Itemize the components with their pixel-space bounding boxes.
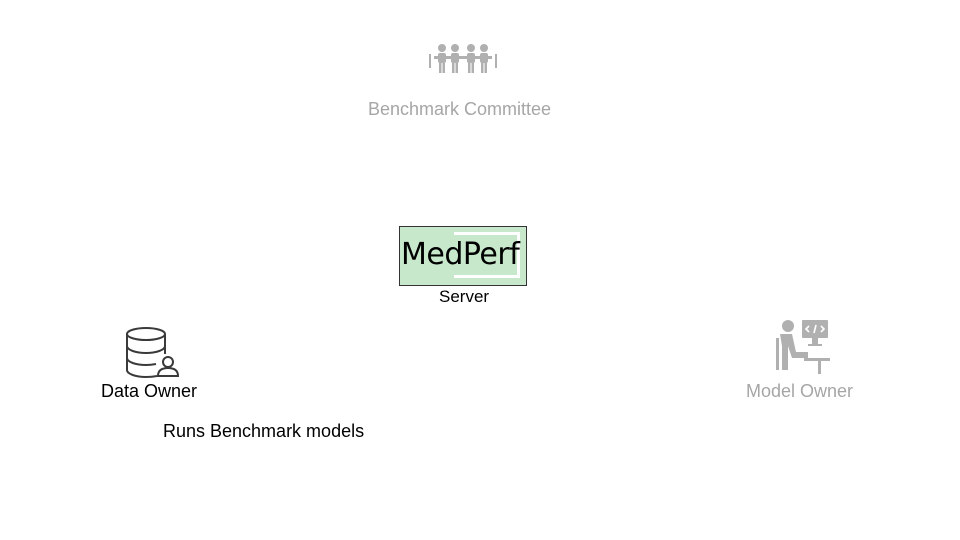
database-user-icon bbox=[126, 327, 180, 379]
data-owner-role-text: Runs Benchmark models bbox=[163, 421, 365, 441]
medperf-logo-text: MedPerf bbox=[401, 237, 520, 272]
model-owner-label: Model Owner bbox=[746, 381, 854, 401]
server-label: Server bbox=[439, 287, 490, 306]
committee-label: Benchmark Committee bbox=[368, 99, 552, 119]
developer-at-desk-icon bbox=[776, 320, 830, 374]
logo-bracket-shape bbox=[454, 232, 520, 278]
committee-meeting-icon bbox=[429, 44, 497, 73]
data-owner-label: Data Owner bbox=[101, 381, 198, 401]
medperf-logo: MedPerf bbox=[399, 226, 527, 286]
